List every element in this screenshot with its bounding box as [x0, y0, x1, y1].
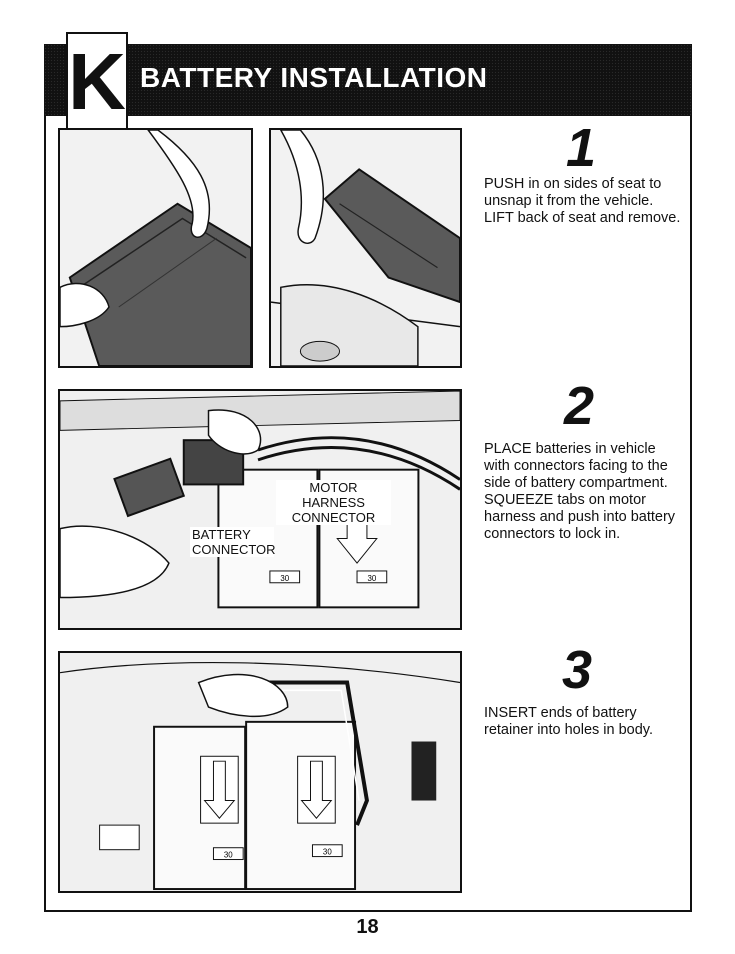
motor-harness-connector-label: MOTOR HARNESS CONNECTOR	[276, 480, 391, 525]
battery-label-4: 30	[311, 844, 343, 858]
section-letter: K	[68, 37, 126, 126]
step-3-number: 3	[562, 640, 593, 700]
step-2-number: 2	[564, 376, 595, 436]
step-2-photo-connectors: 30 30	[58, 389, 462, 630]
battery-connector-label: BATTERY CONNECTOR	[190, 527, 276, 557]
page-title: BATTERY INSTALLATION	[140, 62, 488, 93]
step-3-text: INSERT ends of battery retainer into hol…	[484, 705, 654, 738]
svg-text:30: 30	[280, 574, 289, 583]
battery-label-1: 30	[269, 570, 301, 584]
step-2-text: PLACE batteries in vehicle with connecto…	[484, 441, 676, 542]
step-1-photo-seat-push	[58, 128, 253, 368]
svg-text:30: 30	[323, 848, 332, 857]
step-1-number: 1	[566, 118, 597, 178]
battery-label-3: 30	[212, 847, 244, 861]
step-1-photo-seat-lift	[269, 128, 462, 368]
svg-text:30: 30	[224, 851, 233, 860]
section-header-bar	[44, 44, 692, 116]
step-1-text: PUSH in on sides of seat to unsnap it fr…	[484, 176, 681, 226]
svg-text:30: 30	[367, 574, 376, 583]
page-number: 18	[356, 916, 379, 938]
step-3-photo-retainer: 30 30	[58, 651, 462, 893]
battery-label-2: 30	[356, 570, 388, 584]
section-letter-box: K	[66, 32, 128, 130]
